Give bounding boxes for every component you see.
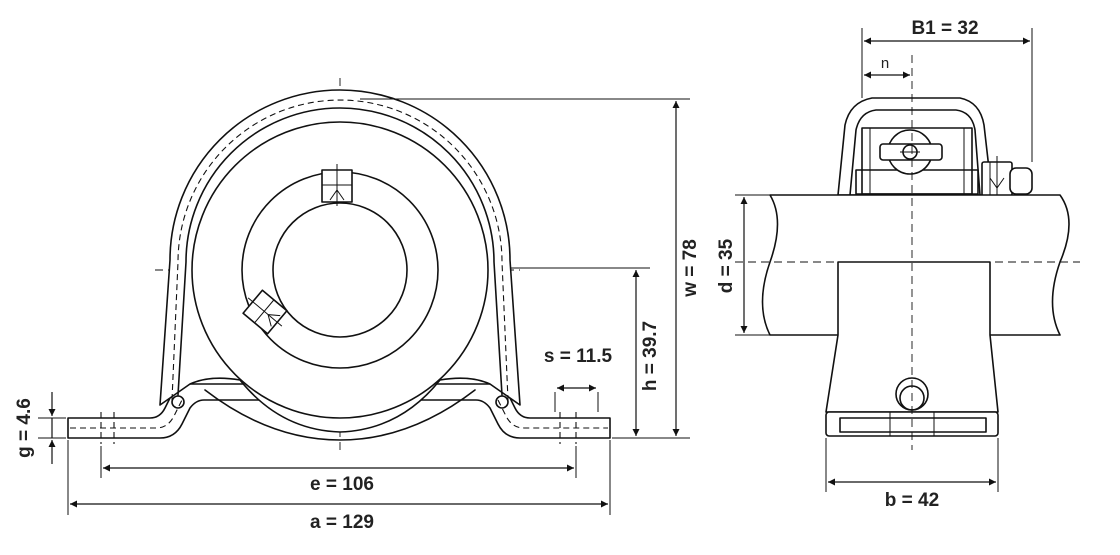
- side-pedestal-slot: [839, 417, 987, 433]
- dimension-B1-label: B1 = 32: [911, 18, 978, 39]
- right-fillet-hole: [495, 395, 509, 409]
- shaft-bore: [272, 202, 408, 338]
- bearing-outer-ring: [191, 121, 489, 419]
- dimension-n-label: n: [881, 55, 889, 72]
- set-screw-top: [321, 164, 353, 206]
- side-pedestal-body: [825, 261, 999, 413]
- front-view: [67, 78, 611, 450]
- housing-inner-contour: [177, 107, 503, 396]
- front-dimensions: a = 129 e = 106 s = 11.5 g = 4.6 h = 39.…: [14, 98, 701, 533]
- side-housing-cap-inner: [849, 109, 981, 196]
- dimension-s-label: s = 11.5: [544, 346, 613, 367]
- flange-hidden-line: [70, 399, 608, 429]
- side-view: [735, 55, 1080, 450]
- dimension-a-label: a = 129: [310, 512, 374, 533]
- dimension-b-label: b = 42: [885, 490, 939, 511]
- dimension-g-label: g = 4.6: [14, 398, 35, 458]
- side-set-screw: [879, 129, 943, 175]
- dimension-e-label: e = 106: [310, 474, 374, 495]
- dimension-w-label: w = 78: [680, 239, 701, 298]
- housing-seat-curve: [204, 389, 476, 441]
- left-fillet-hole: [171, 395, 185, 409]
- dimension-h-label: h = 39.7: [640, 321, 661, 391]
- dimension-d-label: d = 35: [716, 238, 737, 293]
- housing-hidden-contour: [171, 99, 509, 401]
- side-dimensions: B1 = 32 n d = 35 b = 42: [716, 18, 1033, 511]
- set-screw-angled: [242, 289, 288, 335]
